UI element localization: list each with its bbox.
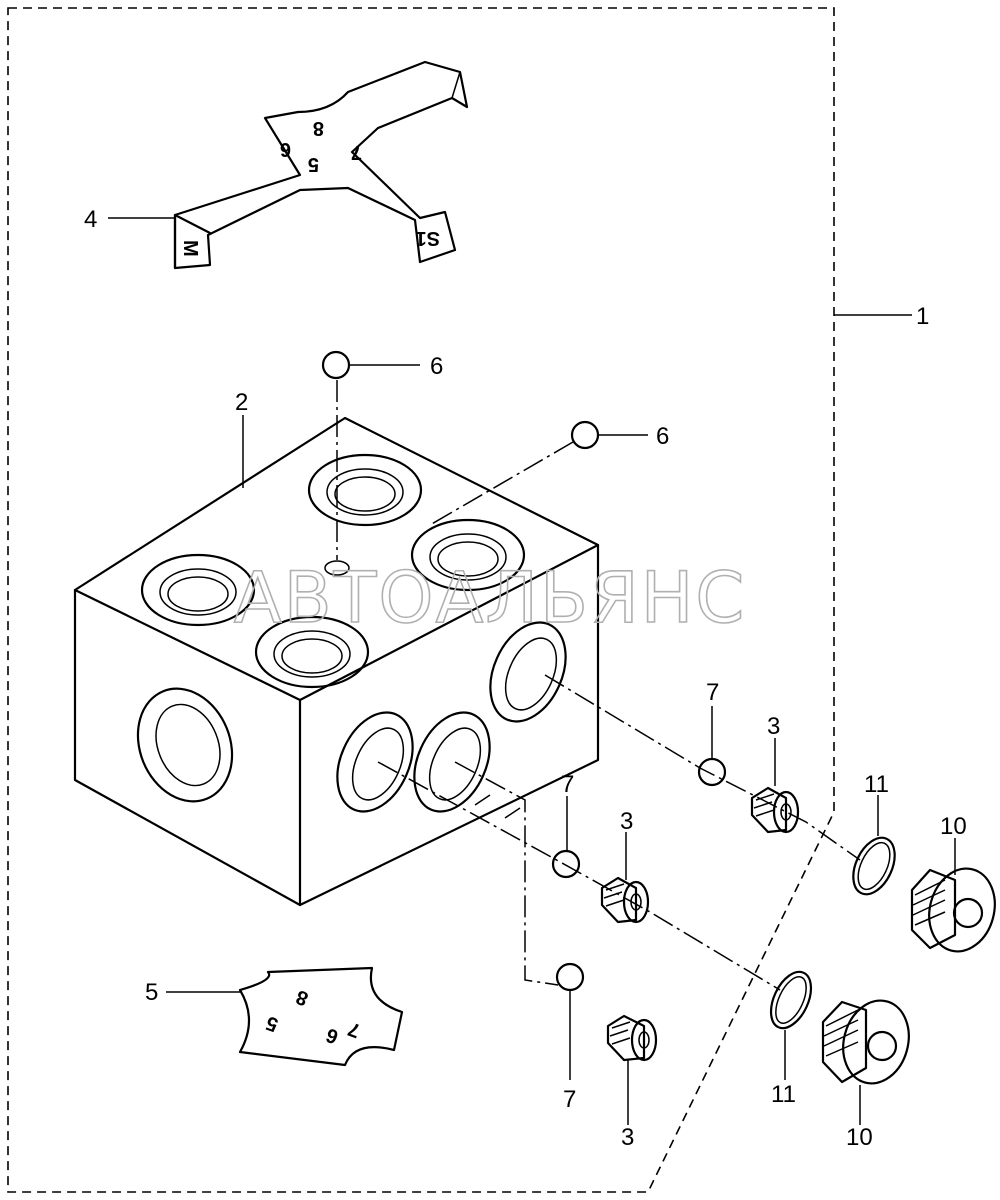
- port-right-face-1: [336, 711, 414, 813]
- port-top-front: [254, 615, 370, 689]
- callout-6-right: 6: [656, 423, 669, 450]
- ball-7-upper: [697, 757, 727, 787]
- hex-plug-10-lower: [821, 999, 910, 1085]
- port-right-face-3: [489, 621, 567, 723]
- ball-7-middle: [551, 849, 581, 879]
- plug-3-lower: [606, 1014, 658, 1062]
- axis-port-3-middle: [377, 761, 781, 991]
- plate-label-7: 7: [351, 141, 362, 163]
- callout-11-lower: 11: [771, 1081, 796, 1108]
- callout-1: 1: [916, 303, 929, 330]
- plate5-label-6: 6: [323, 1023, 341, 1047]
- ball-7-lower: [555, 962, 585, 992]
- callout-4: 4: [84, 206, 97, 233]
- ball-6-top: [321, 350, 351, 380]
- port-top-right: [410, 518, 526, 592]
- plate-label-6: 6: [280, 138, 291, 160]
- callout-11-upper: 11: [864, 771, 889, 798]
- o-ring-11-upper: [852, 836, 896, 896]
- axis-ball-6-right: [429, 441, 574, 526]
- identification-plate-5: 5 8 6 7: [238, 966, 404, 1067]
- axis-port-3-lower: [454, 761, 559, 986]
- callout-3-middle: 3: [620, 808, 633, 835]
- port-top-left: [140, 553, 256, 627]
- port-right-face-2: [413, 711, 491, 813]
- orifice-hole: [324, 560, 350, 576]
- plate-label-5: 5: [308, 153, 319, 175]
- callout-7-lower: 7: [563, 1086, 576, 1113]
- port-left-face: [136, 687, 234, 803]
- callout-6-top: 6: [430, 353, 443, 380]
- plug-3-middle: [600, 876, 650, 924]
- watermark: АВТОАЛЬЯНС: [234, 557, 746, 639]
- plate-label-s1: S1: [416, 227, 440, 249]
- callout-3-lower: 3: [621, 1124, 634, 1151]
- callout-3-upper: 3: [767, 713, 780, 740]
- callout-2: 2: [235, 389, 248, 416]
- plug-3-upper: [750, 786, 800, 834]
- plate-label-m: M: [179, 240, 201, 257]
- plate5-label-8: 8: [293, 985, 311, 1009]
- axis-tick: [474, 794, 521, 819]
- valve-block-2: [73, 416, 600, 907]
- axis-port-3-upper: [544, 674, 861, 861]
- callout-7-middle: 7: [561, 771, 574, 798]
- port-top-rear: [307, 453, 423, 527]
- ball-6-right: [570, 420, 600, 450]
- callout-10-upper: 10: [940, 813, 967, 840]
- plate5-label-7: 7: [345, 1017, 363, 1041]
- o-ring-11-lower: [769, 970, 813, 1030]
- hex-plug-10-upper: [910, 867, 996, 953]
- callout-10-lower: 10: [846, 1124, 873, 1151]
- plate-label-8: 8: [313, 117, 324, 139]
- plate5-label-5: 5: [263, 1011, 281, 1035]
- callout-7-upper: 7: [706, 679, 719, 706]
- callout-5: 5: [145, 979, 158, 1006]
- identification-plate-4: M S1 5 6 7 8: [173, 60, 469, 270]
